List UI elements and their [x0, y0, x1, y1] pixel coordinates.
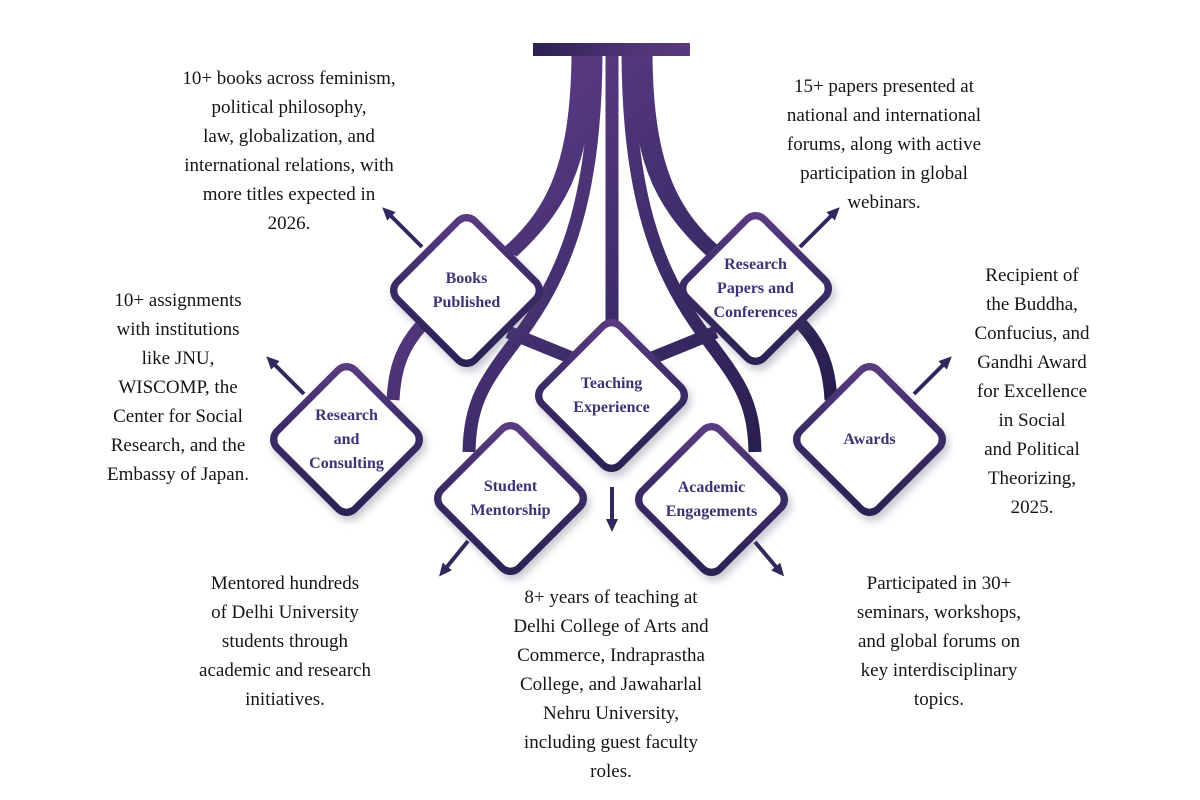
research-papers-note: 15+ papers presented at national and int…	[786, 76, 982, 213]
node-research-papers-and-conferences: Research Papers and Conferences	[672, 205, 839, 372]
teaching-experience-note: 8+ years of teaching at Delhi College of…	[513, 587, 709, 782]
stub-papers-teaching	[649, 325, 719, 365]
academic-engagements-note: Participated in 30+ seminars, workshops,…	[856, 573, 1022, 710]
books-published-note: 10+ books across feminism, political phi…	[182, 68, 396, 234]
node-teaching-experience: Teaching Experience	[528, 312, 695, 479]
papers-arrow	[798, 207, 840, 249]
node-awards: Awards	[786, 356, 953, 523]
branch-engagements	[621, 49, 762, 453]
awards-arrow	[912, 356, 952, 396]
node-label: Academic Engagements	[665, 478, 758, 520]
node-label: Research Papers and Conferences	[713, 255, 798, 321]
node-label: Awards	[843, 430, 896, 448]
node-student-mentorship: Student Mentorship	[427, 415, 594, 582]
student-mentorship-note: Mentored hundreds of Delhi University st…	[199, 573, 371, 710]
awards-note: Recipient of the Buddha, Confucius, and …	[974, 265, 1090, 518]
engagements-arrow	[753, 540, 785, 577]
mentorship-arrow	[439, 539, 470, 577]
node-research-and-consulting: Research and Consulting	[263, 356, 430, 523]
research-consulting-note: 10+ assignments with institutions like J…	[107, 290, 249, 485]
top-bar	[533, 43, 690, 56]
branch-mentorship	[462, 49, 603, 453]
books-arrow	[382, 207, 424, 249]
node-label: Teaching Experience	[573, 374, 650, 416]
node-label: Student Mentorship	[470, 477, 551, 519]
direction-arrows	[266, 207, 952, 577]
node-academic-engagements: Academic Engagements	[628, 416, 795, 583]
consulting-arrow	[266, 356, 306, 396]
node-label: Research and Consulting	[309, 406, 384, 472]
node-books-published: Books Published	[383, 207, 550, 374]
node-label: Books Published	[432, 269, 501, 311]
stub-books-teaching	[505, 325, 575, 365]
